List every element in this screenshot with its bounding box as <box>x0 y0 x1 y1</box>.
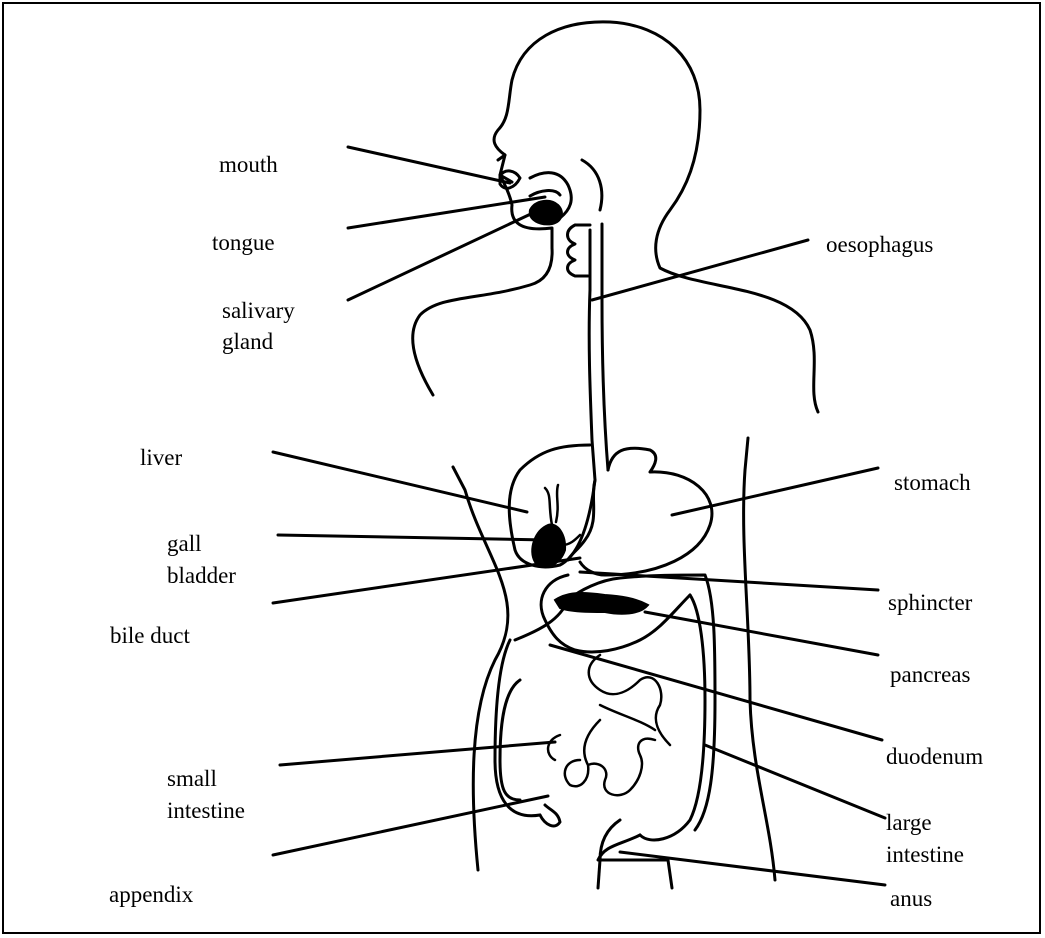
leader-sphincter <box>580 572 878 590</box>
leader-appendix <box>273 796 548 855</box>
leader-small-intestine <box>280 742 555 765</box>
leader-large-intestine <box>705 745 885 818</box>
label-stomach: stomach <box>894 468 971 498</box>
label-mouth: mouth <box>219 150 278 180</box>
label-gall-bladder-line2: bladder <box>167 561 236 591</box>
leader-gall-bladder <box>278 535 547 540</box>
small-intestine-organ <box>548 655 670 795</box>
label-tongue: tongue <box>212 228 275 258</box>
label-large-intestine-line2: intestine <box>886 840 964 870</box>
leader-liver <box>273 452 527 512</box>
trachea <box>568 225 591 276</box>
neck-pharynx <box>582 160 602 300</box>
label-salivary-gland-line1: salivary <box>222 296 295 326</box>
body-outline <box>413 22 818 412</box>
leg-right <box>668 860 672 888</box>
leader-mouth <box>348 147 510 183</box>
leader-anus <box>620 852 885 885</box>
label-sphincter: sphincter <box>888 588 972 618</box>
leader-pancreas <box>645 612 878 655</box>
label-salivary-gland-line2: gland <box>222 327 273 357</box>
leader-tongue <box>348 197 545 228</box>
label-bile-duct: bile duct <box>110 621 190 651</box>
appendix-organ <box>540 805 560 826</box>
leader-salivary-gland <box>348 212 535 300</box>
label-appendix: appendix <box>109 880 193 910</box>
label-oesophagus: oesophagus <box>826 230 933 260</box>
label-small-intestine-line1: small <box>167 764 217 794</box>
label-small-intestine-line2: intestine <box>167 796 245 826</box>
pancreas-organ <box>555 593 648 614</box>
label-pancreas: pancreas <box>890 660 970 690</box>
leader-oesophagus <box>592 240 808 300</box>
oesophagus-tube <box>589 290 608 480</box>
label-large-intestine-line1: large <box>886 808 932 838</box>
label-liver: liver <box>140 443 182 473</box>
label-gall-bladder-line1: gall <box>167 529 202 559</box>
leg-left <box>598 860 600 888</box>
leader-bile-duct <box>273 558 580 603</box>
right-torso <box>744 438 775 880</box>
label-duodenum: duodenum <box>886 742 983 772</box>
label-anus: anus <box>890 884 932 914</box>
